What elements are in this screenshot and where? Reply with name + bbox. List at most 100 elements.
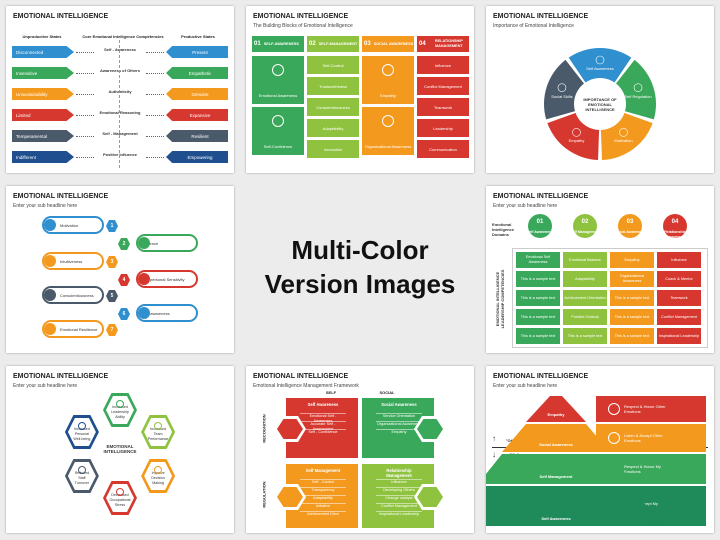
productive-state: Present (166, 46, 228, 58)
productive-state: Expansive (166, 109, 228, 121)
factor-icon (138, 237, 150, 249)
quadrant-item: Self - Control (300, 479, 346, 485)
pyramid-level-name: Self Management (539, 474, 573, 479)
slide-thumbnail-4[interactable]: EMOTIONAL INTELLIGENCE Enter your sub he… (6, 186, 234, 353)
competency-cell: Teamwork (657, 290, 701, 306)
person-icon (272, 115, 284, 127)
competency-cell: This is a sample text (516, 309, 560, 325)
pyramid-level (486, 486, 658, 526)
competency-cell: Adaptability (563, 271, 607, 287)
slide-thumbnail-1[interactable]: EMOTIONAL INTELLIGENCE Unproductive Stat… (6, 6, 234, 173)
slide-title: EMOTIONAL INTELLIGENCE (13, 13, 109, 20)
slide-title: EMOTIONAL INTELLIGENCE (13, 193, 109, 200)
block-number: 03 (364, 40, 371, 47)
slide-thumbnail-7[interactable]: EMOTIONAL INTELLIGENCE Emotional Intelli… (246, 366, 474, 533)
slide-subtitle: Importance of Emotional Intelligence (493, 23, 574, 29)
core-competency: Authenticity (108, 89, 132, 94)
pyramid-level-name: Self Awareness (541, 516, 571, 521)
domain-circle: 02 (573, 214, 597, 238)
slide-thumbnail-3[interactable]: EMOTIONAL INTELLIGENCE Importance of Emo… (486, 6, 714, 173)
center-divider (119, 40, 120, 168)
connector-dots (76, 157, 94, 158)
factor-icon (44, 289, 56, 301)
pyramid-level (526, 396, 586, 422)
unproductive-state: Indifferent (12, 151, 74, 163)
column-self: SELF (325, 390, 337, 395)
segment-icon (557, 83, 567, 92)
slide-thumbnail-2[interactable]: EMOTIONAL INTELLIGENCE The Building Bloc… (246, 6, 474, 173)
competency-cell: Organizational Awareness (610, 271, 654, 287)
competency-cell: This is a sample text (610, 309, 654, 325)
benefit-icon (154, 466, 163, 474)
competency-cell: Achievement Orientation (563, 290, 607, 306)
domain-name: Self Management (570, 230, 600, 234)
block-name: SELF-MANAGEMENT (318, 41, 358, 46)
competency-cell: This is a sample text (563, 328, 607, 344)
block-name: RELATIONSHIP MANAGEMENT (434, 39, 463, 48)
unproductive-state: Limited (12, 109, 74, 121)
quadrant-icon (277, 487, 303, 507)
segment-label: Motivation (614, 138, 633, 144)
block-name: SELF-AWARENESS (263, 41, 299, 46)
factor-number: 2 (118, 238, 130, 250)
block-item: Trustworthiness (307, 77, 359, 95)
factor-icon (138, 307, 150, 319)
connector-dots (146, 157, 164, 158)
core-competency: Positive Influence (102, 152, 137, 157)
level-icon (608, 403, 620, 415)
hub-center-label: EMOTIONAL INTELLIGENCE (103, 444, 137, 454)
block-name: SOCIAL AWARENESS (373, 41, 414, 46)
block-item: Innovation (307, 140, 359, 158)
competency-cell: This is a sample text (610, 328, 654, 344)
segment-icon (595, 55, 605, 65)
slide-subtitle: Enter your sub headline here (13, 203, 78, 209)
domain-name: Relationship Management (664, 230, 686, 239)
quadrant-item: Influence (376, 479, 422, 485)
benefit-icon (116, 400, 124, 408)
side-label: EMOTIONAL INTELLIGENCE LEADERSHIP COMPET… (495, 269, 505, 329)
competency-cell: Coach & Mentor (657, 271, 701, 287)
level-icon (608, 432, 620, 444)
factor-item: Motivation (42, 216, 104, 234)
connector-dots (76, 73, 94, 74)
factor-item: Intuitiveness (42, 252, 104, 270)
domains-label: Emotional Intelligence Domains (492, 222, 515, 237)
factor-icon (44, 219, 56, 231)
block-number: 02 (309, 40, 316, 47)
factor-number: 3 (106, 256, 118, 268)
domain-circle: 01 (528, 214, 552, 238)
pyramid-level-name: Social Awareness (539, 442, 573, 447)
block-item: Influence (417, 56, 469, 74)
block-item: Conscientiousness (307, 98, 359, 116)
level-description: Respect & Honor Other Emotions (624, 404, 666, 414)
cycle-diagram (544, 47, 656, 160)
slide-thumbnail-6[interactable]: EMOTIONAL INTELLIGENCE Enter your sub he… (6, 366, 234, 533)
slide-thumbnail-8[interactable]: EMOTIONAL INTELLIGENCE Enter your sub he… (486, 366, 714, 533)
factor-number: 7 (106, 324, 118, 336)
connector-dots (76, 136, 94, 137)
slide-thumbnail-5[interactable]: EMOTIONAL INTELLIGENCE Enter your sub he… (486, 186, 714, 353)
quadrant-item: Transparency (300, 487, 346, 493)
benefit-icon (77, 422, 86, 430)
competency-cell: Empathy (610, 252, 654, 268)
block-item: Communication (417, 140, 469, 158)
block-number: 04 (419, 40, 426, 47)
competency-cell: This is a sample text (610, 290, 654, 306)
factor-item: Conscientiousness (42, 286, 104, 304)
quadrant-item: Self - Confidence (300, 429, 346, 435)
block-item: Adaptability (307, 119, 359, 137)
block-header: 04 RELATIONSHIP MANAGEMENT (417, 36, 469, 52)
segment-label: Empathy (568, 138, 585, 144)
column-header: Productive States (181, 34, 215, 39)
level-description: Respect & Honor My Emotions (624, 464, 661, 474)
column-header: Core Emotional Intelligence Competencies (82, 34, 164, 39)
competency-frame (512, 248, 708, 348)
center-heading-line-1: Multi-Color (291, 235, 429, 265)
factor-number: 6 (118, 308, 130, 320)
quadrant-item: Organizational Awareness (376, 421, 422, 426)
competency-cell: Inspirational Leadership (657, 328, 701, 344)
center-heading-line-2: Version Images (264, 269, 456, 299)
domain-name: Self Awareness (526, 230, 554, 234)
domain-circle: 04 (663, 214, 687, 238)
factor-item: Self-awareness (136, 304, 198, 322)
